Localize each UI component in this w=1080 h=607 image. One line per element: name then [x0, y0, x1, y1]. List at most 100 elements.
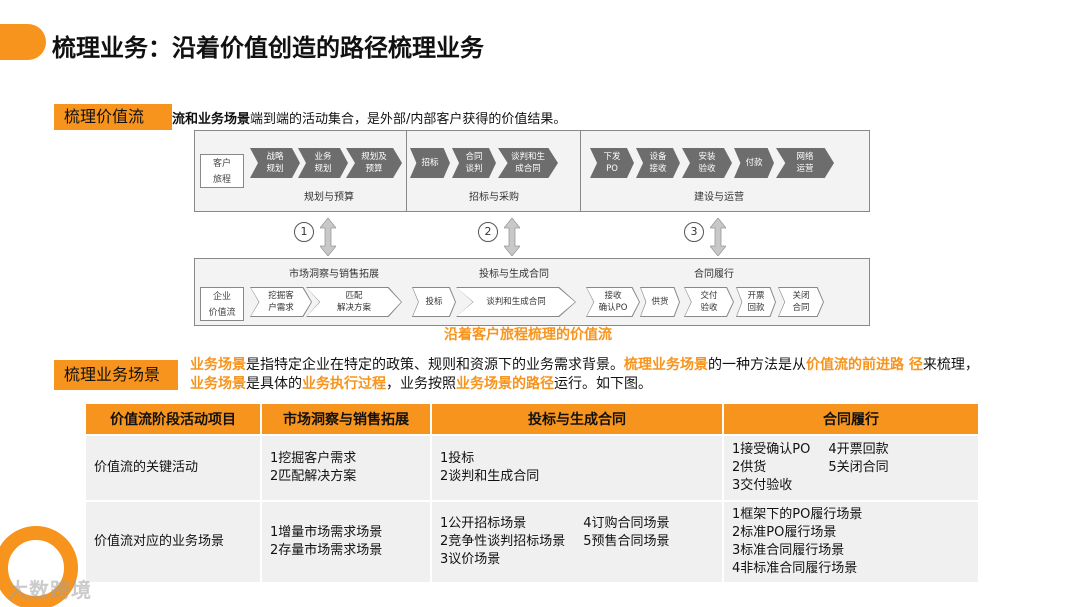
- process-step-chevron: 谈判和生成合同: [456, 287, 576, 317]
- process-step-label: 挖掘客 户需求: [251, 288, 311, 316]
- process-step-chevron: 匹配 解决方案: [306, 287, 402, 317]
- process-step-label: 供货: [641, 288, 679, 316]
- stage-label-procurement: 招标与采购: [469, 192, 519, 203]
- process-step-chevron: 谈判和生 成合同: [498, 148, 558, 178]
- process-step-chevron: 合同 谈判: [452, 148, 496, 178]
- stage-label-planning: 规划与预算: [304, 192, 354, 203]
- process-step-chevron: 开票 回款: [736, 287, 776, 317]
- cell-line: 1投标: [440, 451, 475, 466]
- highlight-term: 业务场景: [190, 376, 246, 392]
- description-text: ，业务按照: [386, 376, 456, 392]
- cell-line: 3交付验收: [732, 478, 793, 493]
- process-step-label: 交付 验收: [685, 288, 733, 316]
- process-step-chevron: 交付 验收: [684, 287, 734, 317]
- process-step-chevron: 网络 运营: [776, 148, 834, 178]
- process-step-chevron: 业务 规划: [298, 148, 348, 178]
- table-cell: 1挖掘客户需求 2匹配解决方案: [260, 434, 432, 502]
- process-step-chevron: 投标: [412, 287, 456, 317]
- table-header: 价值流阶段活动项目: [84, 402, 262, 436]
- enterprise-value-stream-row-head: 企业 价值流: [200, 287, 244, 321]
- cell-line: 5关闭合同: [828, 460, 889, 475]
- description-text: 是指特定企业在特定的政策、规则和资源下的业务需求背景。: [246, 357, 624, 373]
- process-step-chevron: 接收 确认PO: [586, 287, 640, 317]
- enterprise-head-text: 企业 价值流: [208, 292, 236, 318]
- table-cell: 1公开招标场景 2竞争性谈判招标场景 3议价场景 4订购合同场景 5预售合同场景: [430, 500, 724, 584]
- cell-line: 2谈判和生成合同: [440, 469, 540, 484]
- table-header-row: 价值流阶段活动项目 市场洞察与销售拓展 投标与生成合同 合同履行: [84, 402, 980, 436]
- cell-line: 2存量市场需求场景: [270, 543, 383, 558]
- description-text: 的一种方法是从: [708, 357, 806, 373]
- business-scenario-description: 业务场景是指特定企业在特定的政策、规则和资源下的业务需求背景。梳理业务场景的一种…: [190, 356, 990, 394]
- cell-line: 4非标准合同履行场景: [732, 561, 858, 576]
- cell-line: 4订购合同场景: [583, 516, 670, 531]
- value-stage-fulfillment: 合同履行: [694, 269, 734, 280]
- double-arrow-icon: [320, 218, 336, 256]
- process-step-chevron: 下发 PO: [590, 148, 634, 178]
- highlight-term: 业务场景的路径: [456, 376, 554, 392]
- process-step-chevron: 供货: [640, 287, 680, 317]
- cell-line: 3议价场景: [440, 552, 501, 567]
- process-step-label: 谈判和生成合同: [457, 288, 575, 316]
- section-label-business-scenario: 梳理业务场景: [54, 360, 178, 390]
- description-text: 来梳理，: [922, 357, 979, 373]
- highlight-term: 价值流的前进路 径: [806, 357, 923, 373]
- process-step-chevron: 战略 规划: [250, 148, 300, 178]
- cell-line: 1增量市场需求场景: [270, 525, 383, 540]
- value-stage-market: 市场洞察与销售拓展: [289, 269, 379, 280]
- table-cell: 1接受确认PO 2供货 3交付验收 4开票回款 5关闭合同: [722, 434, 980, 502]
- cell-line: 4开票回款: [828, 442, 889, 457]
- process-step-label: 接收 确认PO: [587, 288, 639, 316]
- process-step-label: 关闭 合同: [779, 288, 823, 316]
- process-step-chevron: 关闭 合同: [778, 287, 824, 317]
- table-row: 价值流对应的业务场景 1增量市场需求场景 2存量市场需求场景 1公开招标场景 2竞争…: [84, 500, 980, 584]
- definition-prefix: 流和业务场景: [172, 112, 251, 127]
- definition-text: 端到端的活动集合，是外部/内部客户获得的价值结果。: [250, 112, 567, 127]
- table-cell: 1增量市场需求场景 2存量市场需求场景: [260, 500, 432, 584]
- mapping-number-3: 3: [684, 222, 704, 242]
- process-step-label: 开票 回款: [737, 288, 775, 316]
- value-stream-diagram: 客户 旅程 战略 规划业务 规划规划及 预算招标合同 谈判谈判和生 成合同 下发 …: [194, 130, 870, 346]
- value-stream-definition: 流和业务场景端到端的活动集合，是外部/内部客户获得的价值结果。: [172, 108, 566, 127]
- cell-line: 2供货: [732, 460, 767, 475]
- value-stage-bidding: 投标与生成合同: [479, 269, 549, 280]
- customer-journey-row-head: 客户 旅程: [200, 154, 244, 188]
- cell-line: 1接受确认PO: [732, 442, 811, 457]
- cell-line: 2标准PO履行场景: [732, 525, 837, 540]
- customer-journey-head-text: 客户 旅程: [212, 159, 231, 185]
- stage-separator: [580, 130, 581, 212]
- highlight-term: 业务场景: [190, 357, 246, 373]
- cell-line: 2匹配解决方案: [270, 469, 357, 484]
- cell-line: 3标准合同履行场景: [732, 543, 845, 558]
- table-cell: 1投标 2谈判和生成合同: [430, 434, 724, 502]
- process-step-label: 匹配 解决方案: [307, 288, 401, 316]
- cell-line: 5预售合同场景: [583, 534, 670, 549]
- cell-line: 1挖掘客户需求: [270, 451, 357, 466]
- process-step-chevron: 挖掘客 户需求: [250, 287, 312, 317]
- double-arrow-icon: [504, 218, 520, 256]
- cell-line: 2竞争性谈判招标场景: [440, 534, 566, 549]
- cell-line: 1公开招标场景: [440, 516, 527, 531]
- row-label: 价值流对应的业务场景: [84, 500, 262, 584]
- watermark-logo: 大数跨境: [8, 578, 92, 602]
- value-stream-scenario-table: 价值流阶段活动项目 市场洞察与销售拓展 投标与生成合同 合同履行 价值流的关键活…: [84, 402, 980, 584]
- table-header: 合同履行: [722, 402, 980, 436]
- process-step-chevron: 招标: [410, 148, 450, 178]
- mapping-number-2: 2: [478, 222, 498, 242]
- page-title: 梳理业务：沿着价值创造的路径梳理业务: [52, 34, 484, 62]
- process-step-chevron: 设备 接收: [636, 148, 680, 178]
- description-text: 是具体的: [246, 376, 302, 392]
- description-text: 运行。如下图。: [554, 376, 652, 392]
- section-label-value-stream: 梳理价值流: [54, 104, 172, 130]
- diagram-caption: 沿着客户旅程梳理的价值流: [444, 327, 612, 343]
- stage-label-operation: 建设与运营: [694, 192, 744, 203]
- highlight-term: 业务执行过程: [302, 376, 386, 392]
- stage-separator: [406, 130, 407, 212]
- double-arrow-icon: [710, 218, 726, 256]
- table-header: 市场洞察与销售拓展: [260, 402, 432, 436]
- process-step-chevron: 规划及 预算: [346, 148, 402, 178]
- row-label: 价值流的关键活动: [84, 434, 262, 502]
- process-step-chevron: 安装 验收: [682, 148, 732, 178]
- table-header: 投标与生成合同: [430, 402, 724, 436]
- highlight-term: 梳理业务场景: [624, 357, 708, 373]
